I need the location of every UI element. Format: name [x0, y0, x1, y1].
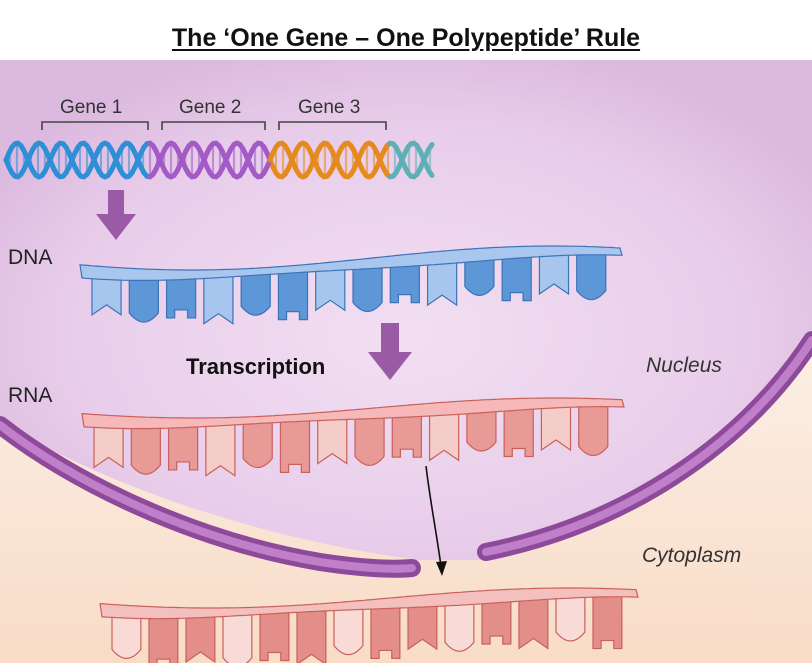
nucleotide-base — [501, 247, 532, 302]
nucleotide-base — [389, 256, 420, 304]
gene-1-bracket — [41, 121, 149, 130]
dna-double-helix — [3, 140, 435, 180]
gene-2-label: Gene 2 — [179, 97, 241, 118]
gene-3-bracket — [278, 121, 387, 130]
nucleotide-base — [111, 606, 142, 659]
nucleotide-base — [592, 589, 623, 650]
nucleotide-base — [165, 271, 197, 319]
transcription-label: Transcription — [186, 354, 325, 379]
page-title: The ‘One Gene – One Polypeptide’ Rule — [171, 24, 641, 52]
strand-backbone — [81, 397, 625, 430]
nucleotide-base — [277, 267, 309, 321]
nucleotide-base — [354, 409, 385, 467]
rna-label: RNA — [8, 384, 52, 407]
down-arrow-icon — [96, 190, 136, 240]
nucleus-label: Nucleus — [646, 354, 722, 377]
nuclear-membrane-left-inner — [0, 421, 416, 573]
nucleotide-base — [128, 270, 159, 323]
dna-single-strand — [79, 245, 623, 325]
gene-brackets — [41, 121, 387, 130]
nucleotide-base — [391, 406, 422, 458]
nucleotide-base — [222, 609, 253, 663]
gene-2-bracket — [161, 121, 266, 130]
strand-backbone — [79, 245, 623, 281]
nucleotide-base — [481, 591, 512, 645]
nucleotide-base — [352, 259, 383, 313]
cytoplasm-label: Cytoplasm — [642, 544, 741, 567]
nucleotide-base — [240, 269, 271, 316]
strand-backbone — [99, 587, 639, 620]
nucleotide-base — [259, 607, 290, 662]
nucleotide-base — [370, 599, 401, 660]
export-arrow — [425, 465, 442, 567]
export-arrowhead-icon — [436, 561, 447, 576]
nucleus-region — [0, 60, 812, 560]
nucleotide-base — [444, 593, 475, 652]
gene-3-label: Gene 3 — [298, 97, 360, 118]
rna-strand-cytoplasm — [99, 587, 639, 663]
nucleotide-base — [279, 415, 311, 473]
nucleotide-base — [167, 419, 199, 471]
nuclear-membrane-right-inner — [482, 336, 812, 556]
helix-strand-segment — [426, 168, 435, 178]
nucleotide-base — [578, 399, 609, 457]
nucleotide-base — [148, 608, 179, 663]
dna-label: DNA — [8, 246, 52, 269]
nucleotide-base — [333, 602, 364, 656]
helix-strand-segment — [426, 142, 435, 152]
nucleotide-base — [242, 417, 273, 469]
nucleotide-base — [466, 401, 497, 452]
gene-1-label: Gene 1 — [60, 97, 122, 118]
nucleotide-base — [503, 399, 534, 458]
rna-strand-nucleus — [81, 397, 625, 477]
nucleotide-base — [296, 605, 327, 663]
transcription-arrow-icon — [368, 323, 412, 380]
nucleotide-base — [555, 589, 586, 642]
nucleotide-base — [576, 248, 607, 301]
nucleotide-base — [130, 418, 161, 475]
